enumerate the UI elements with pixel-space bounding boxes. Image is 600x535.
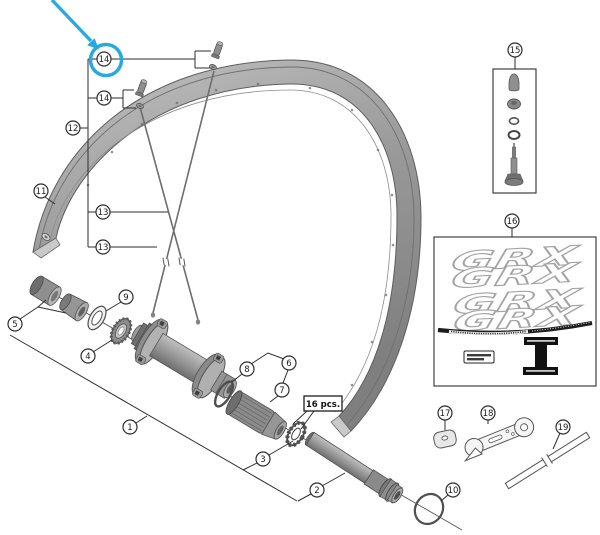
hub-body xyxy=(130,318,237,399)
svg-text:9: 9 xyxy=(123,293,128,303)
o-ring-seal xyxy=(213,380,235,408)
spoke-head xyxy=(150,312,156,318)
valve-cap xyxy=(508,73,520,92)
callout-13b: 13 xyxy=(95,239,111,255)
o-ring-axle-end xyxy=(413,492,445,526)
callout-16: 16 xyxy=(504,213,520,229)
callout-5: 5 xyxy=(7,316,23,332)
spoke-head xyxy=(195,319,201,325)
freehub-body xyxy=(225,390,287,440)
spoke-break-mark xyxy=(177,257,187,267)
svg-text:3: 3 xyxy=(260,455,265,465)
svg-text:6: 6 xyxy=(286,359,291,369)
quantity-note: 16 pcs. xyxy=(303,395,343,412)
valve-nut xyxy=(507,98,521,110)
rim-valve-hole xyxy=(41,232,51,242)
callout-2: 2 xyxy=(309,482,325,498)
callout-17: 17 xyxy=(437,405,453,421)
decal-set-box: GRX GRX GRX GRX xyxy=(433,236,597,387)
callout-13: 13 xyxy=(95,204,111,220)
svg-text:14: 14 xyxy=(99,55,110,65)
spoke-wrench-tool xyxy=(463,417,535,462)
cone-cap xyxy=(59,293,89,322)
valve-stem xyxy=(504,143,524,186)
grx-decal-1: GRX xyxy=(448,240,583,279)
callout-8: 8 xyxy=(239,361,255,377)
spoke-break-mark xyxy=(161,257,171,267)
rim-warning-strip-decal xyxy=(437,320,593,336)
rim-end-face-bottom xyxy=(330,415,352,438)
callout-15: 15 xyxy=(507,42,523,58)
seal-washer xyxy=(87,305,107,331)
spokes xyxy=(139,70,215,325)
svg-text:GRX: GRX xyxy=(448,258,582,295)
callout-14: 14 xyxy=(96,90,112,106)
callout-7: 7 xyxy=(274,382,290,398)
callout-leader-lines xyxy=(9,50,561,502)
svg-text:15: 15 xyxy=(510,46,521,56)
svg-text:19: 19 xyxy=(558,423,569,433)
valve-o-ring-large xyxy=(507,130,521,140)
callout-11: 11 xyxy=(33,183,49,199)
spoke-nipple-upper xyxy=(209,41,224,70)
svg-text:17: 17 xyxy=(440,409,451,419)
svg-text:11: 11 xyxy=(36,187,47,197)
svg-text:13: 13 xyxy=(98,243,109,253)
callout-1: 1 xyxy=(122,419,138,435)
svg-text:12: 12 xyxy=(68,124,79,134)
spoke-nipple-lower xyxy=(135,79,148,109)
i-beam-sticker xyxy=(523,337,558,375)
highlight-annotation xyxy=(50,0,124,78)
callout-12: 12 xyxy=(65,120,81,136)
svg-text:16 pcs.: 16 pcs. xyxy=(306,400,340,410)
callout-circles: 14 14 12 11 13 13 5 9 4 1 8 xyxy=(7,42,571,498)
rim-arc xyxy=(32,59,422,438)
callout-4: 4 xyxy=(80,348,96,364)
svg-text:GRX: GRX xyxy=(448,241,582,278)
svg-text:4: 4 xyxy=(85,352,90,362)
cursor-arrow-icon xyxy=(50,0,99,50)
lock-ring xyxy=(109,317,133,345)
rim-end-face-left xyxy=(32,237,61,259)
grx-decal-2: GRX xyxy=(448,257,583,296)
callout-18: 18 xyxy=(480,405,496,421)
svg-text:2: 2 xyxy=(314,486,319,496)
callout-6: 6 xyxy=(281,355,297,371)
svg-text:5: 5 xyxy=(12,320,17,330)
svg-text:8: 8 xyxy=(244,365,249,375)
rim-spoke-holes xyxy=(86,82,395,387)
callout-3: 3 xyxy=(255,451,271,467)
grx-decal-3: GRX xyxy=(450,283,585,322)
callout-9: 9 xyxy=(118,289,134,305)
svg-text:18: 18 xyxy=(483,409,494,419)
svg-text:7: 7 xyxy=(279,386,284,396)
rim-tape-strip xyxy=(504,431,591,490)
svg-text:16: 16 xyxy=(507,217,518,227)
rim-plug xyxy=(433,429,457,449)
small-spec-label xyxy=(463,350,495,364)
callout-10: 10 xyxy=(445,482,461,498)
svg-text:GRX: GRX xyxy=(450,284,584,321)
svg-text:13: 13 xyxy=(98,208,109,218)
svg-text:1: 1 xyxy=(127,423,132,433)
valve-parts-box xyxy=(492,68,537,194)
callout-19: 19 xyxy=(555,419,571,435)
end-cap xyxy=(29,275,62,306)
serrated-washer xyxy=(285,420,307,448)
axle xyxy=(304,431,404,504)
svg-text:10: 10 xyxy=(448,486,459,496)
svg-text:14: 14 xyxy=(99,94,110,104)
callout-14-highlighted: 14 xyxy=(96,51,112,67)
valve-o-ring-small xyxy=(508,117,520,126)
highlight-circle xyxy=(88,42,124,78)
